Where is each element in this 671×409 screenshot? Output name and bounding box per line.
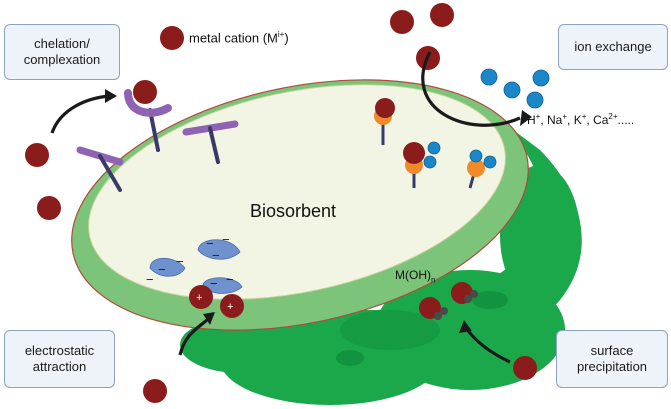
svg-text:−: −	[206, 236, 214, 251]
svg-text:−: −	[222, 232, 230, 247]
cation	[37, 196, 61, 220]
ion-separator: ,	[567, 113, 574, 127]
exchanged-ions	[423, 68, 550, 169]
precipitation-arrowhead	[459, 320, 472, 333]
charge-symbols: − − − − − − − − + +	[146, 232, 234, 313]
ion-exchange-arrow	[421, 51, 521, 127]
hydroxide-label: M(OH)n	[395, 268, 436, 285]
cation	[143, 379, 167, 403]
cation	[390, 10, 414, 34]
svg-text:−: −	[158, 262, 166, 277]
chelated-cation	[133, 80, 157, 104]
svg-text:−: −	[146, 272, 154, 287]
svg-text:+: +	[227, 301, 233, 313]
negative-patches	[149, 239, 243, 294]
ion-separator: ,	[586, 113, 594, 127]
ion-symbol: Ca	[593, 113, 609, 127]
legend-cation-label: metal cation (Mi+)	[189, 30, 289, 46]
cation	[430, 3, 454, 27]
ion-exchange-box: ion exchange	[558, 24, 668, 70]
cation	[25, 143, 49, 167]
svg-text:−: −	[210, 276, 218, 291]
ion-charge: +	[581, 112, 587, 121]
cation	[513, 356, 537, 380]
biosorbent-label: Biosorbent	[250, 201, 337, 221]
ion-charge: 2+	[608, 112, 618, 121]
ion-symbol: Na	[547, 113, 563, 127]
ligand-sites	[76, 89, 239, 192]
svg-text:−: −	[226, 272, 234, 287]
ion-separator: .....	[617, 113, 635, 127]
ion-symbol: K	[573, 113, 582, 127]
bound-cations	[189, 285, 244, 318]
electrostatic-arrowhead	[203, 312, 215, 325]
chelation-arrowhead	[105, 89, 117, 103]
released-ions-label: H+, Na+, K+, Ca2+.....	[527, 112, 634, 127]
ion-exchange-arrowhead	[520, 110, 532, 126]
svg-text:−: −	[212, 248, 220, 263]
ion-separator: ,	[540, 113, 548, 127]
electrostatic-arrow	[178, 318, 209, 356]
ion-symbol: H	[527, 113, 536, 127]
legend-cation-icon	[160, 26, 184, 50]
ion-charge: +	[535, 112, 541, 121]
chelation-complexation-box: chelation/complexation	[4, 24, 120, 80]
precipitate-particles	[419, 282, 478, 320]
svg-text:−: −	[176, 254, 184, 269]
biosorbent-surface	[88, 84, 506, 300]
precipitation-arrow	[464, 327, 511, 364]
exchange-sites	[374, 98, 485, 189]
svg-text:+: +	[196, 292, 202, 304]
free-cations	[25, 3, 537, 403]
chelation-arrow	[50, 94, 111, 134]
ion-charge: +	[562, 112, 568, 121]
